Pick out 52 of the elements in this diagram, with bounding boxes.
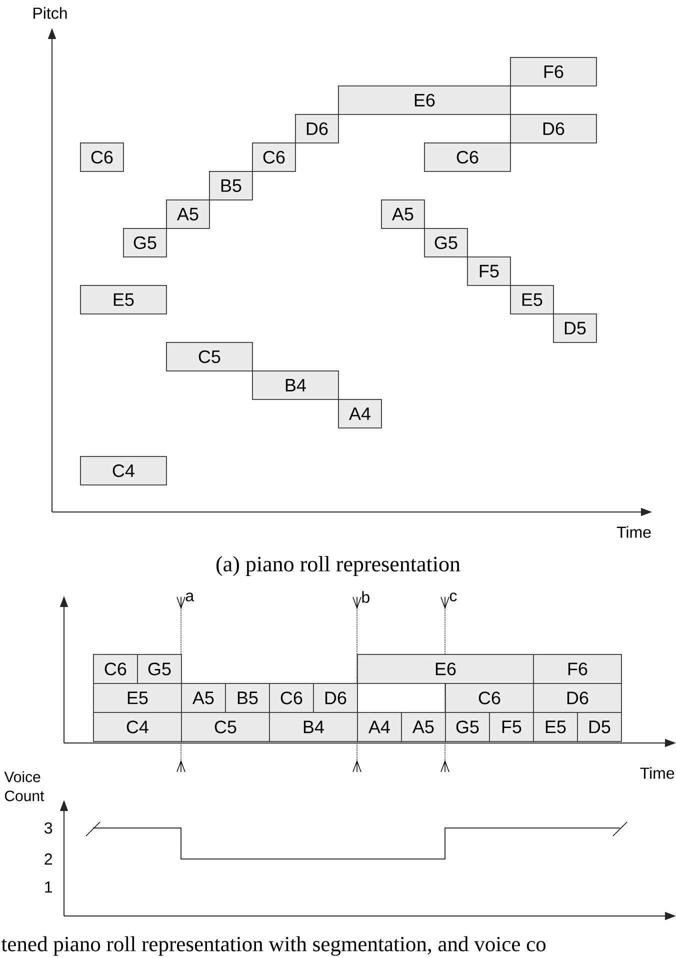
note-box: B5 <box>209 171 253 200</box>
note-box: C5 <box>181 712 270 742</box>
note-box: C6 <box>80 142 124 172</box>
note-box: D6 <box>533 683 622 713</box>
note-box: E5 <box>93 683 182 713</box>
note-box: A5 <box>381 200 425 229</box>
note-box: B5 <box>225 683 270 713</box>
note-box: B4 <box>269 712 358 742</box>
note-box: C6 <box>445 683 534 713</box>
note-box: C4 <box>93 712 182 742</box>
note-box: G5 <box>123 228 167 258</box>
note-box: D5 <box>577 712 622 742</box>
note-box: E6 <box>338 86 511 115</box>
axis-label: Time <box>640 767 674 779</box>
note-box: G5 <box>424 228 468 258</box>
note-box: G5 <box>137 654 182 684</box>
segment-label: b <box>362 591 370 603</box>
note-box: D6 <box>510 114 597 144</box>
note-box: C4 <box>80 456 167 486</box>
note-box: A4 <box>357 712 402 742</box>
tick-label: 1 <box>45 882 52 892</box>
note-box: C6 <box>269 683 314 713</box>
axis-label: Pitch <box>34 7 67 19</box>
note-box: E6 <box>357 654 534 684</box>
axis-label: Voice Count <box>4 771 44 802</box>
segment-label: c <box>450 592 457 602</box>
note-box: D6 <box>295 114 339 144</box>
note-box: C5 <box>166 342 253 372</box>
note-box: B4 <box>252 370 339 400</box>
note-box: A5 <box>401 712 446 742</box>
note-box: E5 <box>533 712 578 742</box>
note-box: C6 <box>424 142 511 172</box>
note-box: E5 <box>80 285 167 314</box>
note-box: E5 <box>510 285 554 314</box>
tick-label: 3 <box>44 822 52 834</box>
caption: (a) piano roll representation <box>216 556 460 576</box>
note-box: D5 <box>553 314 597 343</box>
note-box: F5 <box>467 256 511 286</box>
note-box: F5 <box>489 712 534 742</box>
caption: tened piano roll representation with segmentation, and voice co <box>1 936 546 956</box>
note-box: G5 <box>445 712 490 742</box>
axis-label: Time <box>616 526 651 538</box>
note-box: A5 <box>181 683 226 713</box>
note-box: C6 <box>252 142 296 172</box>
note-box: D6 <box>313 683 358 713</box>
note-box: A5 <box>166 200 210 229</box>
note-box: C6 <box>93 654 138 684</box>
note-box: F6 <box>533 654 622 684</box>
segment-label: a <box>186 592 194 602</box>
note-box: F6 <box>510 57 597 86</box>
note-box: A4 <box>338 399 382 428</box>
tick-label: 2 <box>44 853 52 865</box>
